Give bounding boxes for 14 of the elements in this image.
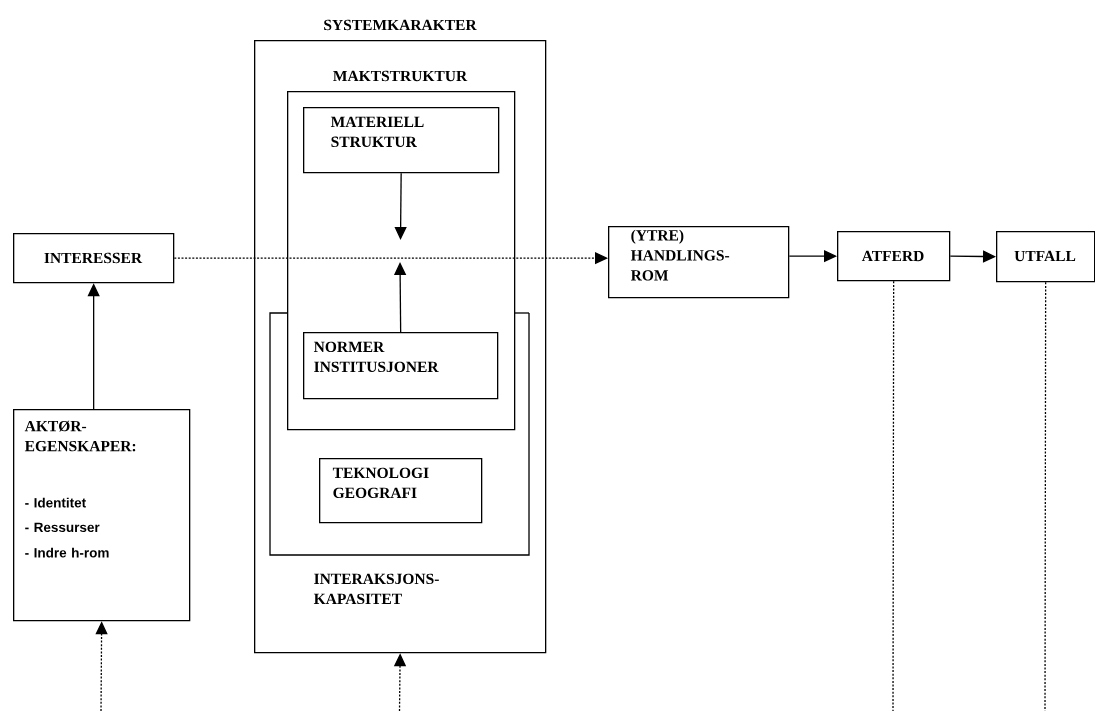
process-box: (YTRE) HANDLINGS- ROM — [608, 226, 790, 299]
node-label: SYSTEMKARAKTER — [324, 19, 477, 31]
process-box: NORMER INSTITUSJONER — [303, 332, 499, 400]
dotted-connector-line — [892, 280, 895, 711]
node-label: MAKTSTRUKTUR — [333, 70, 468, 82]
process-box: MATERIELL STRUKTUR — [303, 107, 500, 174]
dotted-connector-line — [1044, 281, 1047, 711]
arrow — [949, 250, 996, 263]
process-box: AKTØR- EGENSKAPER: - Identitet - Ressurser - Indre h-rom — [13, 409, 191, 622]
process-box: INTERESSER — [13, 233, 175, 284]
process-box: ATFERD — [837, 231, 951, 282]
process-box: UTFALL — [996, 231, 1095, 283]
process-box: TEKNOLOGI GEOGRAFI — [319, 458, 483, 524]
arrow — [394, 172, 407, 240]
